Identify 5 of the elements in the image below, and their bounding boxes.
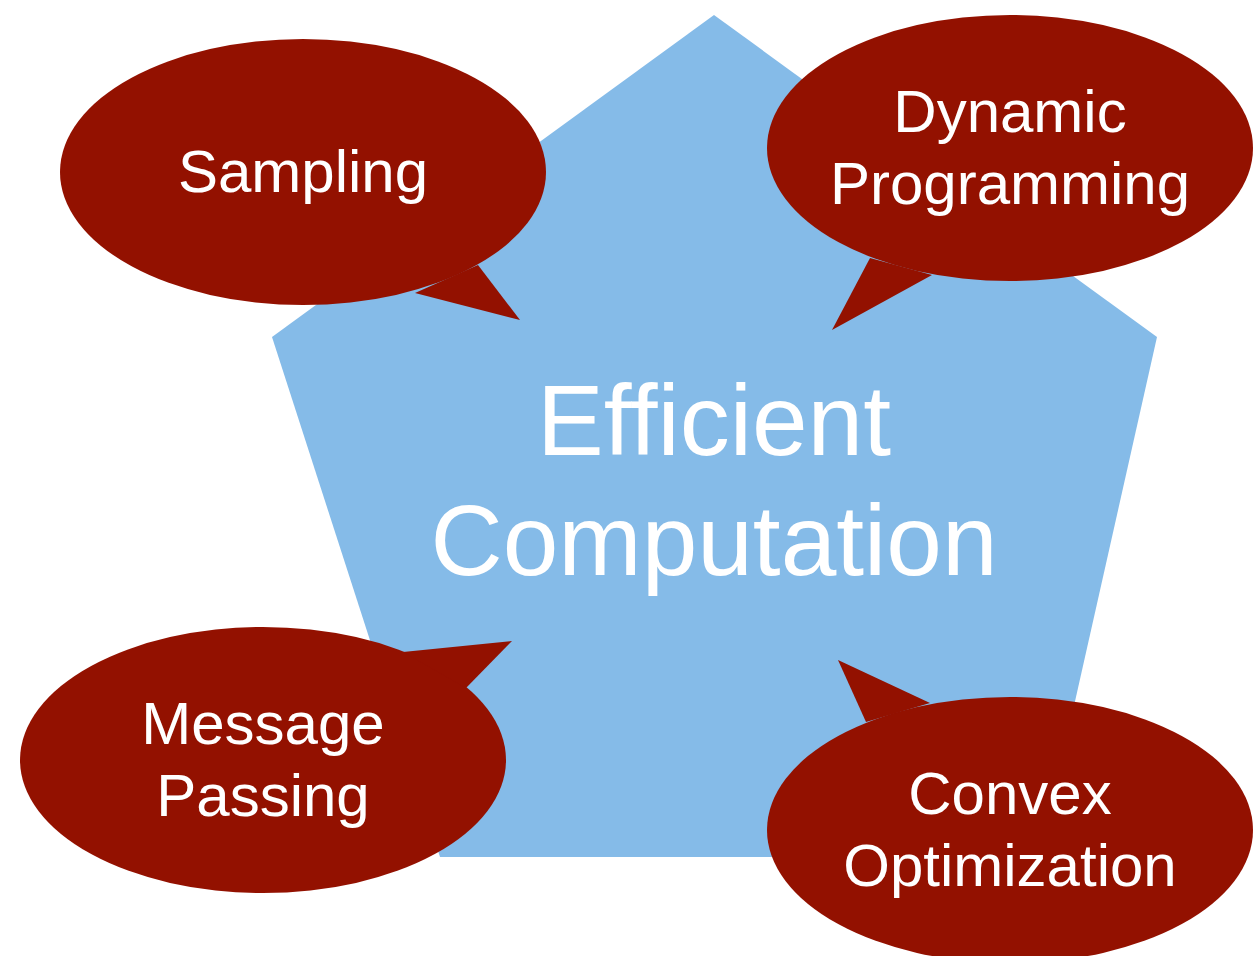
node-label: Convex Optimization — [842, 759, 1178, 901]
node-label: Dynamic Programming — [828, 77, 1192, 219]
node-label: Message Passing — [140, 689, 386, 831]
node-label: Efficient Computation — [429, 363, 999, 598]
node-label: Sampling — [176, 137, 430, 207]
